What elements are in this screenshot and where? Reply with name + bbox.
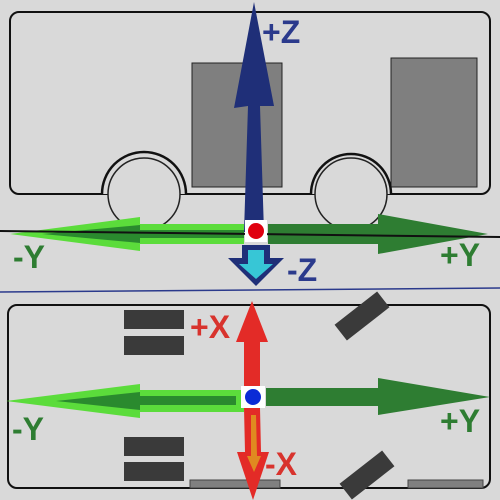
tire-rear-right (339, 450, 395, 500)
origin-side (248, 223, 264, 239)
tire-front-right-b (124, 462, 184, 481)
label-plus-x: +X (190, 309, 231, 345)
wheel-rear (314, 157, 388, 231)
plus-x-arrow (236, 301, 268, 386)
label-plus-y-side: +Y (440, 237, 480, 273)
label-minus-y-top: -Y (12, 411, 44, 447)
label-plus-z: +Z (262, 14, 300, 50)
tire-front-left-b (124, 336, 184, 355)
wheel-front (107, 157, 181, 231)
minus-y-arrow-side-inner (42, 225, 244, 243)
view-divider (0, 287, 500, 293)
top-view: +X -X -Y +Y (6, 291, 491, 500)
tire-front-left-a (124, 310, 184, 329)
edge-bar-right (407, 479, 484, 489)
wheel-arch-front (100, 150, 188, 195)
tire-rear-left (334, 291, 390, 341)
plus-y-arrow-side (268, 214, 488, 254)
origin-top (245, 389, 261, 405)
minus-x-arrow-inner (247, 415, 261, 472)
side-view: +Z -Z -Y +Y (0, 2, 500, 288)
wheel-arch-rear (309, 152, 393, 195)
label-minus-x: -X (265, 446, 298, 482)
plus-y-arrow-top (266, 378, 490, 415)
minus-z-arrow (239, 250, 273, 279)
side-window-rear (390, 57, 478, 188)
minus-y-arrow-top-inner (56, 392, 236, 410)
label-minus-z: -Z (287, 252, 317, 288)
tire-front-right-a (124, 437, 184, 456)
label-minus-y-side: -Y (13, 239, 45, 275)
edge-bar-left (189, 479, 281, 489)
plus-z-arrow (234, 2, 274, 232)
label-plus-y-top: +Y (440, 403, 480, 439)
